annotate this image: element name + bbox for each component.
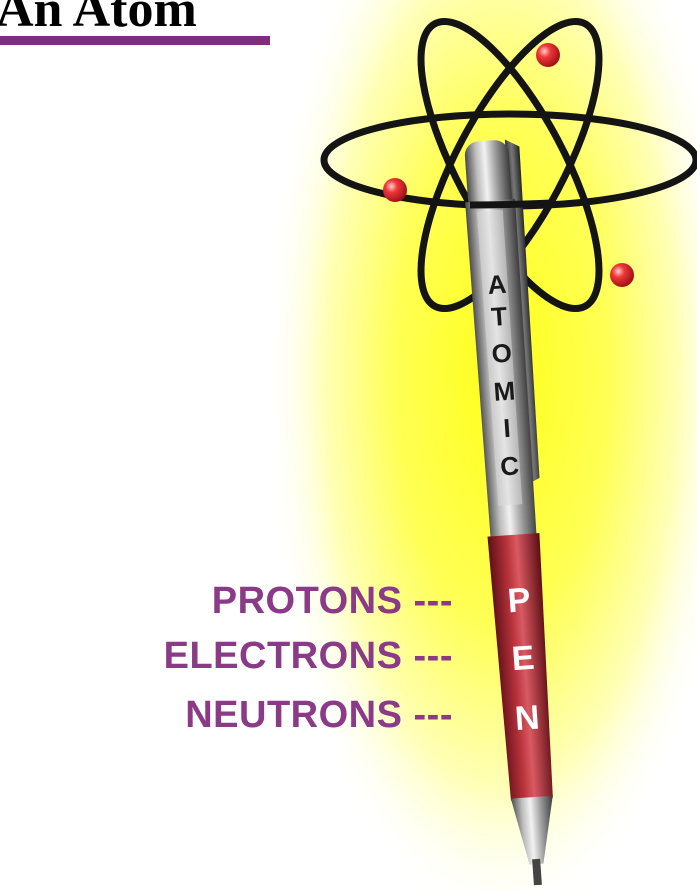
barrel-letter-o: O	[491, 338, 513, 369]
atom-orbit-icon	[320, 17, 697, 313]
label-protons: PROTONS ---	[212, 579, 453, 623]
title-underline	[0, 36, 270, 45]
barrel-letter-t: T	[490, 301, 508, 332]
label-neutrons-dash: ---	[413, 694, 453, 736]
grip-letter-e: E	[510, 639, 535, 678]
label-protons-text: PROTONS	[211, 580, 403, 622]
label-electrons-text: ELECTRONS	[163, 635, 403, 677]
barrel-letter-i: I	[502, 413, 511, 443]
pen-grip	[487, 533, 553, 801]
grip-letter-p: P	[506, 581, 531, 620]
barrel-letter-c: C	[499, 450, 520, 481]
pen-cap	[464, 140, 512, 212]
barrel-letter-a: A	[487, 269, 508, 300]
label-neutrons-text: NEUTRONS	[185, 694, 403, 736]
electron-icon	[610, 263, 634, 287]
label-neutrons: NEUTRONS ---	[185, 693, 453, 737]
pen-tip-point	[532, 858, 542, 886]
label-electrons-dash: ---	[413, 635, 453, 677]
orbit-left-tilt	[417, 17, 603, 313]
electron-icon	[536, 43, 560, 67]
label-protons-dash: ---	[413, 580, 453, 622]
orbit-right-tilt	[417, 17, 603, 313]
orbit-front-segments	[469, 199, 553, 209]
label-electrons: ELECTRONS ---	[164, 634, 453, 678]
barrel-letter-m: M	[493, 375, 517, 406]
pen-tip-cone	[510, 795, 553, 865]
pen-barrel-stripe	[476, 209, 523, 506]
page-title: An Atom	[0, 0, 197, 38]
pen-icon	[464, 139, 553, 886]
grip-letter-n: N	[514, 699, 541, 739]
electron-icon	[383, 178, 407, 202]
